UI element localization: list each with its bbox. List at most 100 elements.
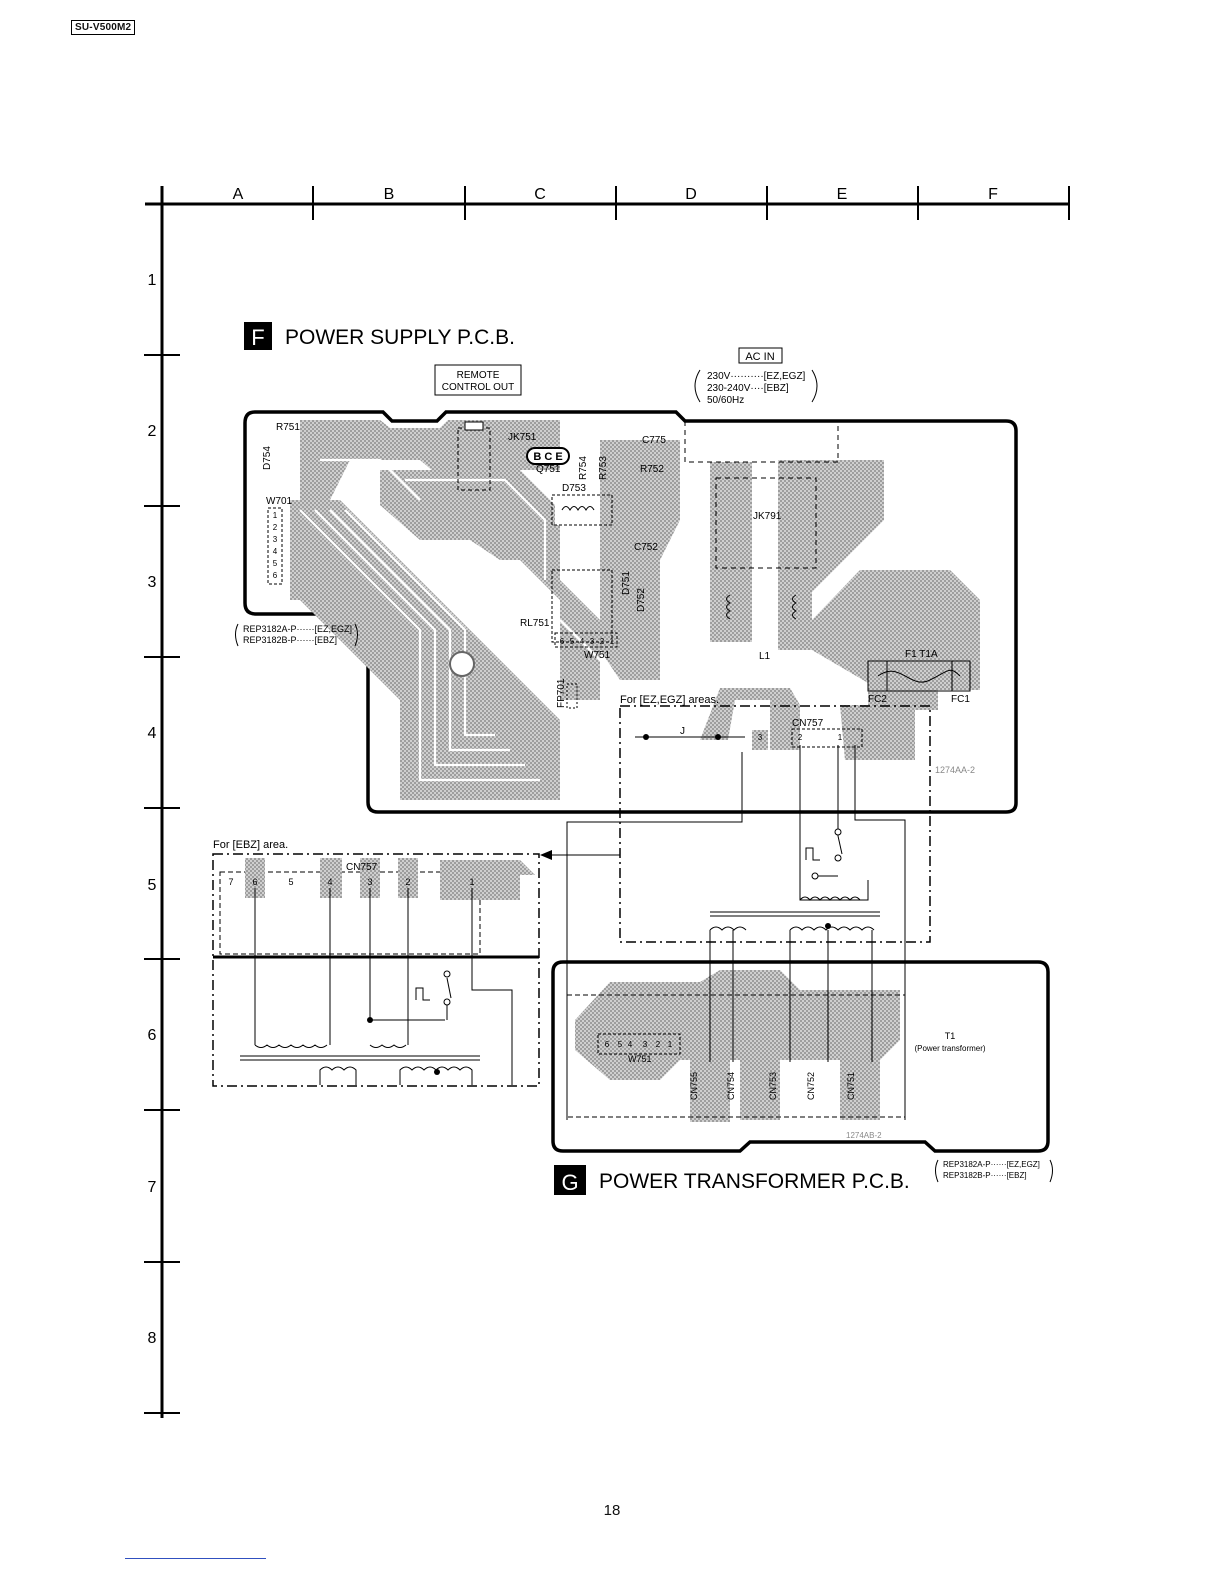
ac-inlet-area [684, 421, 839, 620]
cn754-label: CN754 [726, 1072, 736, 1100]
fuse-f1 [867, 660, 971, 692]
ac-spec-2: 230-240V····[EBZ] [707, 383, 789, 394]
col-label-f: F [988, 186, 998, 203]
coil-component [551, 494, 613, 526]
w701-pin-5: 5 [273, 559, 278, 568]
r751-label: R751 [276, 422, 300, 433]
col-label-b: B [384, 186, 395, 203]
col-label-c: C [534, 186, 546, 203]
cn752-label: CN752 [806, 1072, 816, 1100]
ac-in-block: AC IN 230V··········[EZ,EGZ] 230-240V···… [694, 347, 818, 406]
row-label-3: 3 [148, 574, 157, 591]
w701-label: W701 [266, 496, 293, 507]
col-label-e: E [837, 186, 848, 203]
cn757-ebz-label: CN757 [346, 862, 378, 873]
j-label: J [680, 726, 685, 737]
w751-g-pin-6: 6 [605, 1040, 610, 1049]
w751-label: W751 [584, 650, 611, 661]
row-label-5: 5 [148, 877, 157, 894]
power-supply-letter: F [251, 325, 264, 350]
row-label-2: 2 [148, 423, 157, 440]
grid-frame: A B C D E F 1 2 3 4 5 6 7 8 [144, 186, 1070, 1418]
rl751-pin-6: 6 [560, 637, 565, 646]
power-transformer-board-code: 1274AB-2 [846, 1131, 882, 1140]
page-number: 18 [603, 1502, 621, 1519]
power-transformer-part-number-2: REP3182B-P······[EBZ] [943, 1171, 1027, 1180]
power-supply-board-code: 1274AA-2 [935, 765, 975, 775]
w751-g-pin-3: 3 [643, 1040, 648, 1049]
fp701-label: FP701 [556, 678, 567, 708]
ac-spec-1: 230V··········[EZ,EGZ] [707, 371, 806, 382]
power-supply-part-number-1: REP3182A-P······[EZ,EGZ] [243, 624, 352, 634]
row-label-8: 8 [148, 1330, 157, 1347]
r752-label: R752 [640, 464, 664, 475]
row-label-1: 1 [148, 272, 157, 289]
rl751-pin-1: 1 [610, 637, 615, 646]
row-label-4: 4 [148, 725, 157, 742]
rl751-pin-4: 4 [580, 637, 585, 646]
power-transformer-copper [575, 970, 900, 1122]
cn757-ebz-pin-1: 1 [469, 877, 474, 887]
w701-pin-1: 1 [273, 511, 278, 520]
jk751-label: JK751 [508, 432, 537, 443]
rl751-pin-3: 3 [590, 637, 595, 646]
d752-label: D752 [636, 588, 647, 612]
t1-description: (Power transformer) [914, 1044, 985, 1053]
power-supply-title: F POWER SUPPLY P.C.B. [244, 322, 515, 350]
w751-g-pin-4: 4 [628, 1040, 633, 1049]
jk791-label: JK791 [753, 511, 782, 522]
for-ebz-label: For [EBZ] area. [213, 839, 288, 851]
row-label-7: 7 [148, 1179, 157, 1196]
rl751-label: RL751 [520, 618, 550, 629]
power-transformer-board-outline [551, 960, 1050, 1153]
t1-label-block: T1 (Power transformer) [914, 1031, 985, 1053]
cn757-ez-pin-2: 2 [798, 733, 803, 742]
remote-control-out-block: REMOTE CONTROL OUT [434, 364, 522, 396]
cn757-ebz-pin-4: 4 [327, 877, 332, 887]
power-supply-title-text: POWER SUPPLY P.C.B. [285, 326, 515, 349]
power-supply-traces [299, 458, 611, 782]
power-transformer-letter: G [561, 1170, 578, 1195]
model-label: SU-V500M2 [71, 20, 136, 35]
power-supply-part-number-2: REP3182B-P······[EBZ] [243, 635, 337, 645]
cn751-label: CN751 [846, 1072, 856, 1100]
for-ez-egz-label: For [EZ,EGZ] areas. [620, 694, 719, 706]
r754-label: R754 [578, 456, 589, 480]
cn757-ebz-pin-7: 7 [228, 877, 233, 887]
t1-label: T1 [945, 1031, 956, 1041]
ac-in-label: AC IN [745, 351, 774, 363]
q751-label: Q751 [536, 464, 561, 475]
d751-label: D751 [621, 571, 632, 595]
w701-pin-2: 2 [273, 523, 278, 532]
row-label-6: 6 [148, 1027, 157, 1044]
power-transformer-part-number-1: REP3182A-P······[EZ,EGZ] [943, 1160, 1040, 1169]
q751-pinout: B C E [533, 451, 562, 463]
l1-label: L1 [759, 651, 771, 662]
w751-g-pin-1: 1 [668, 1040, 673, 1049]
rl751-pin-2: 2 [600, 637, 605, 646]
cn755-label: CN755 [689, 1072, 699, 1100]
w701-pin-4: 4 [273, 547, 278, 556]
rl751-pin-5: 5 [570, 637, 575, 646]
w751-g-pin-5: 5 [618, 1040, 623, 1049]
col-label-a: A [233, 186, 244, 203]
remote-label-line-1: REMOTE [457, 370, 500, 381]
d753-label: D753 [562, 483, 586, 494]
ac-spec-3: 50/60Hz [707, 395, 744, 406]
ez-egz-inset: For [EZ,EGZ] areas. 3 2 1 [566, 694, 931, 1120]
w751-g-pin-2: 2 [656, 1040, 661, 1049]
fc1-label: FC1 [951, 694, 970, 705]
w701-pin-6: 6 [273, 571, 278, 580]
fuse-label: F1 T1A [905, 649, 938, 660]
power-transformer-title: G POWER TRANSFORMER P.C.B. REP3182A-P···… [554, 1159, 1053, 1195]
w701-pin-3: 3 [273, 535, 278, 544]
cn757-ez-pin-1: 1 [838, 733, 843, 742]
d754-label: D754 [262, 446, 273, 470]
r753-label: R753 [598, 456, 609, 480]
power-transformer-traces [566, 930, 906, 1118]
cn757-ebz-pin-5: 5 [288, 877, 293, 887]
fp701-component [566, 683, 578, 709]
q751-transistor: B C E [526, 447, 570, 465]
w701-connector: 1 2 3 4 5 6 [267, 507, 283, 585]
